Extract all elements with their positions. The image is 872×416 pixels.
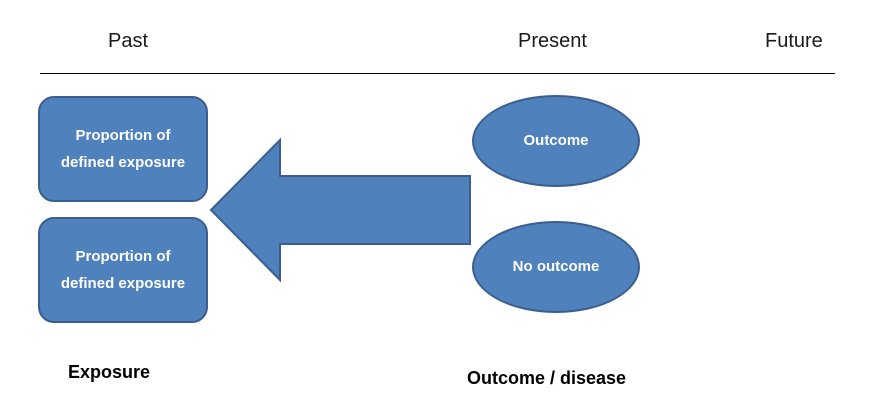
- timeline-label-future: Future: [765, 30, 823, 52]
- exposure-box-bottom-label: Proportion of defined exposure: [60, 248, 186, 292]
- exposure-box-top: Proportion of defined exposure: [38, 96, 208, 202]
- no-outcome-ellipse-label: No outcome: [512, 258, 600, 275]
- timeline-rule: [40, 73, 835, 74]
- exposure-box-top-label: Proportion of defined exposure: [60, 127, 186, 171]
- outcome-ellipse-label: Outcome: [523, 132, 589, 149]
- no-outcome-ellipse: No outcome: [472, 221, 640, 313]
- caption-outcome-disease: Outcome / disease: [467, 368, 627, 388]
- timeline-label-present: Present: [518, 30, 587, 52]
- outcome-ellipse: Outcome: [472, 95, 640, 187]
- caption-exposure: Exposure: [68, 362, 151, 382]
- exposure-box-bottom: Proportion of defined exposure: [38, 217, 208, 323]
- timeline-label-past: Past: [108, 30, 149, 52]
- backward-arrow-shape: [209, 137, 471, 283]
